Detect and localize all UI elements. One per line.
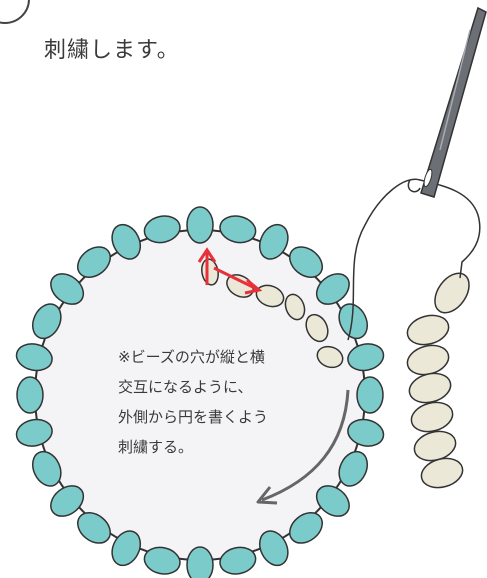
thread-icon [347, 178, 481, 341]
teal-bead [16, 376, 44, 414]
note-line-2: 交互になるように、 [118, 378, 253, 396]
teal-bead [143, 215, 181, 244]
teal-bead [347, 418, 385, 447]
needle-icon [420, 6, 487, 198]
teal-bead [315, 273, 350, 305]
teal-bead [258, 530, 289, 567]
instruction-note: ※ビーズの穴が縦と横 交互になるように、 外側から円を書くよう 刺繍する。 [118, 342, 268, 462]
teal-bead [219, 215, 257, 244]
cream-bead [406, 314, 450, 346]
cream-bead [406, 344, 450, 376]
teal-bead [186, 546, 214, 578]
cream-bead [284, 293, 306, 321]
teal-bead [186, 206, 214, 244]
teal-bead [347, 343, 385, 372]
step-title: 刺繍します。 [44, 38, 180, 63]
teal-bead [50, 273, 85, 305]
teal-bead [15, 418, 53, 447]
teal-bead [219, 546, 257, 575]
direction-arrow-head-icon [256, 486, 278, 505]
red-arrow-vertical-icon [197, 247, 217, 285]
cream-bead [420, 457, 464, 489]
red-arrow-diagonal-icon [213, 266, 263, 295]
teal-bead [338, 450, 369, 487]
teal-bead [31, 303, 62, 340]
teal-bead [111, 530, 142, 567]
teal-bead [77, 512, 111, 544]
teal-bead [315, 485, 350, 517]
teal-bead [258, 223, 289, 260]
teal-bead [338, 303, 369, 340]
teal-bead [143, 546, 181, 575]
teal-bead [15, 343, 53, 372]
teal-bead [356, 376, 384, 414]
teal-bead [289, 246, 323, 278]
teal-bead [289, 512, 323, 544]
thread-loop-icon [407, 179, 421, 193]
cream-bead [408, 372, 452, 404]
note-line-4: 刺繍する。 [118, 438, 194, 456]
teal-bead [111, 223, 142, 260]
cream-bead [316, 345, 344, 369]
note-line-1: ※ビーズの穴が縦と横 [118, 348, 265, 366]
teal-bead [77, 246, 111, 278]
note-line-3: 外側から円を書くよう [118, 408, 269, 426]
teal-bead-ring [15, 206, 385, 578]
teal-bead [50, 485, 85, 517]
cream-bead [410, 401, 454, 433]
cream-bead [305, 313, 329, 343]
direction-arrow-icon [261, 389, 350, 502]
teal-bead [31, 450, 62, 487]
cream-bead [434, 272, 470, 314]
